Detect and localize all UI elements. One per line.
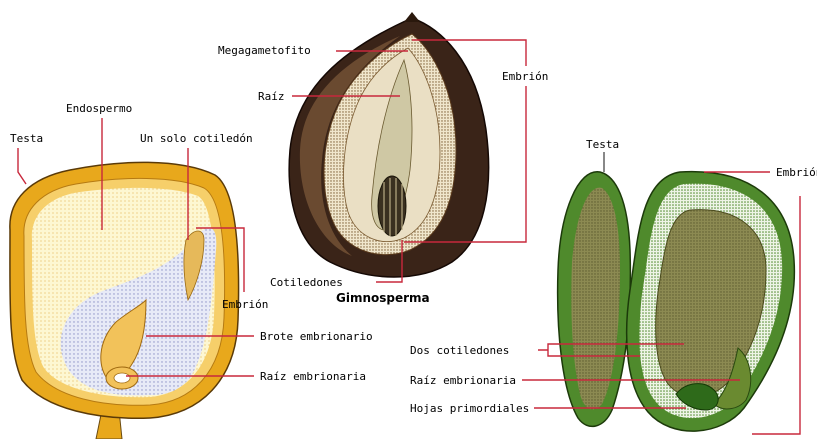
label-dicot-embryonic-root: Raíz embrionaria bbox=[410, 374, 516, 387]
label-monocot-testa: Testa bbox=[10, 132, 43, 145]
label-monocot-single-cotyledon: Un solo cotiledón bbox=[140, 132, 253, 145]
monocot-root-core bbox=[114, 373, 130, 383]
label-dicot-embryo: Embrión bbox=[776, 166, 817, 179]
label-monocot-embryonic-shoot: Brote embrionario bbox=[260, 330, 373, 343]
label-dicot-primordial-leaves: Hojas primordiales bbox=[410, 402, 529, 415]
label-monocot-embryo: Embrión bbox=[222, 298, 268, 311]
label-dicot-testa: Testa bbox=[586, 138, 619, 151]
gymno-tip bbox=[404, 12, 420, 22]
label-monocot-embryonic-root: Raíz embrionaria bbox=[260, 370, 366, 383]
label-gymno-cotyledons: Cotiledones bbox=[270, 276, 343, 289]
gymnosperm-title: Gimnosperma bbox=[336, 291, 430, 305]
label-monocot-endosperm: Endospermo bbox=[66, 102, 132, 115]
label-gymno-embryo: Embrión bbox=[502, 70, 548, 83]
label-gymno-megagametophyte: Megagametofito bbox=[218, 44, 311, 57]
gymnosperm-seed: Megagametofito Embrión Raíz Cotiledones … bbox=[218, 12, 548, 305]
label-dicot-two-cotyledons: Dos cotiledones bbox=[410, 344, 509, 357]
leader-monocot-testa bbox=[18, 148, 26, 184]
label-gymno-root: Raíz bbox=[258, 90, 285, 103]
